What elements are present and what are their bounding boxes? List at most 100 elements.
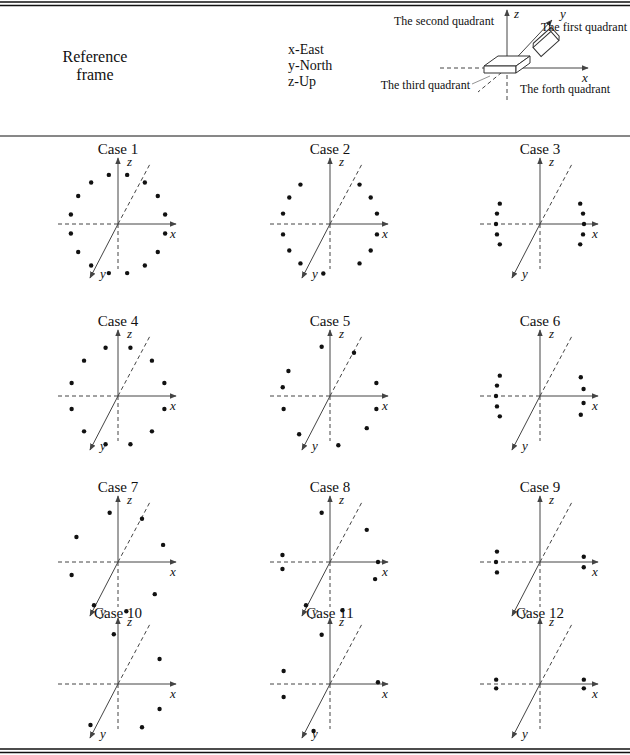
sample-dot	[157, 657, 161, 661]
case-title: Case 6	[520, 313, 560, 330]
sample-dot	[281, 407, 285, 411]
axis-label: z	[339, 327, 344, 342]
axis-label: z	[127, 615, 132, 630]
axis-line	[56, 562, 118, 563]
sample-dot	[69, 573, 73, 577]
axis-label: x	[170, 399, 176, 414]
axis-line	[118, 336, 150, 396]
axis-label: x	[170, 227, 176, 242]
sample-dot	[128, 442, 132, 446]
axis-line	[330, 396, 388, 397]
axis-line	[330, 562, 331, 607]
axis-line	[118, 396, 119, 441]
sample-dot	[150, 358, 154, 362]
axis-line	[118, 164, 150, 224]
axis-line	[330, 164, 362, 224]
axis-line	[330, 336, 362, 396]
sample-dot	[143, 180, 147, 184]
sample-dot	[495, 211, 499, 215]
sample-dot	[494, 222, 498, 226]
sample-dot	[581, 401, 585, 405]
sample-dot	[498, 242, 502, 246]
sample-dot	[140, 516, 144, 520]
sample-dot	[579, 375, 583, 379]
axis-label: z	[549, 327, 554, 342]
sample-dot	[319, 511, 323, 515]
axis-line	[540, 164, 572, 224]
axis-line	[540, 684, 541, 729]
frame-axis: z-Up	[288, 74, 316, 90]
axis-label: x	[592, 227, 598, 242]
axis-line	[118, 684, 119, 729]
case-plot	[478, 618, 598, 738]
sample-dot	[156, 250, 160, 254]
sample-dot	[88, 723, 92, 727]
axis-line	[478, 396, 540, 397]
axis-label: z	[339, 615, 344, 630]
quadrant-label: The forth quadrant	[520, 83, 610, 97]
sample-dot	[69, 407, 73, 411]
sample-dot	[156, 194, 160, 198]
axis-label: z	[127, 327, 132, 342]
axis-label: z	[127, 155, 132, 170]
case-title: Case 4	[98, 313, 138, 330]
sample-dot	[281, 232, 285, 236]
case-plot	[478, 496, 598, 616]
case-plot	[56, 618, 176, 738]
axis-label: x	[382, 565, 388, 580]
sample-dot	[582, 222, 586, 226]
sample-dot	[128, 346, 132, 350]
axis-line	[268, 396, 330, 397]
axis-line	[540, 502, 572, 562]
axis-line	[540, 396, 598, 397]
axis-label: x	[170, 687, 176, 702]
sample-dot	[376, 560, 380, 564]
axis-label: x	[170, 565, 176, 580]
axis-label: y	[522, 727, 528, 742]
sample-dot	[578, 242, 582, 246]
axis-line	[540, 562, 541, 607]
axis-line	[330, 330, 331, 396]
sample-dot	[582, 677, 586, 681]
axis-line	[540, 396, 541, 441]
axis-line	[268, 684, 330, 685]
quadrant-label: The third quadrant	[381, 79, 470, 93]
quadrant-label: The first quadrant	[541, 21, 627, 35]
axis-line	[118, 158, 119, 224]
sample-dot	[581, 211, 585, 215]
sample-dot	[375, 211, 379, 215]
case-title: Case 2	[310, 141, 350, 158]
sample-dot	[157, 707, 161, 711]
sample-dot	[281, 695, 285, 699]
sample-dot	[498, 414, 502, 418]
sample-dot	[287, 248, 291, 252]
sample-dot	[112, 632, 116, 636]
axis-line	[118, 562, 119, 607]
case-title: Case 10	[94, 605, 142, 622]
axis-line	[478, 224, 540, 225]
sample-dot	[125, 271, 129, 275]
quadrant-leader	[472, 76, 490, 84]
case-title: Case 9	[520, 479, 560, 496]
sample-dot	[581, 232, 585, 236]
sample-dot	[498, 201, 502, 205]
axis-label: y	[100, 267, 106, 282]
axis-line	[540, 224, 541, 269]
sample-dot	[582, 565, 586, 569]
sample-dot	[494, 560, 498, 564]
axis-line	[56, 224, 118, 225]
axis-label: y	[522, 267, 528, 282]
case-title: Case 7	[98, 479, 138, 496]
sample-dot	[103, 346, 107, 350]
axis-line	[330, 158, 331, 224]
case-axes	[56, 158, 598, 738]
device-slab	[484, 56, 530, 73]
axis-line	[268, 562, 330, 563]
sample-dot	[582, 555, 586, 559]
axis-label: x	[592, 565, 598, 580]
sample-dot	[162, 407, 166, 411]
axis-line	[56, 684, 118, 685]
